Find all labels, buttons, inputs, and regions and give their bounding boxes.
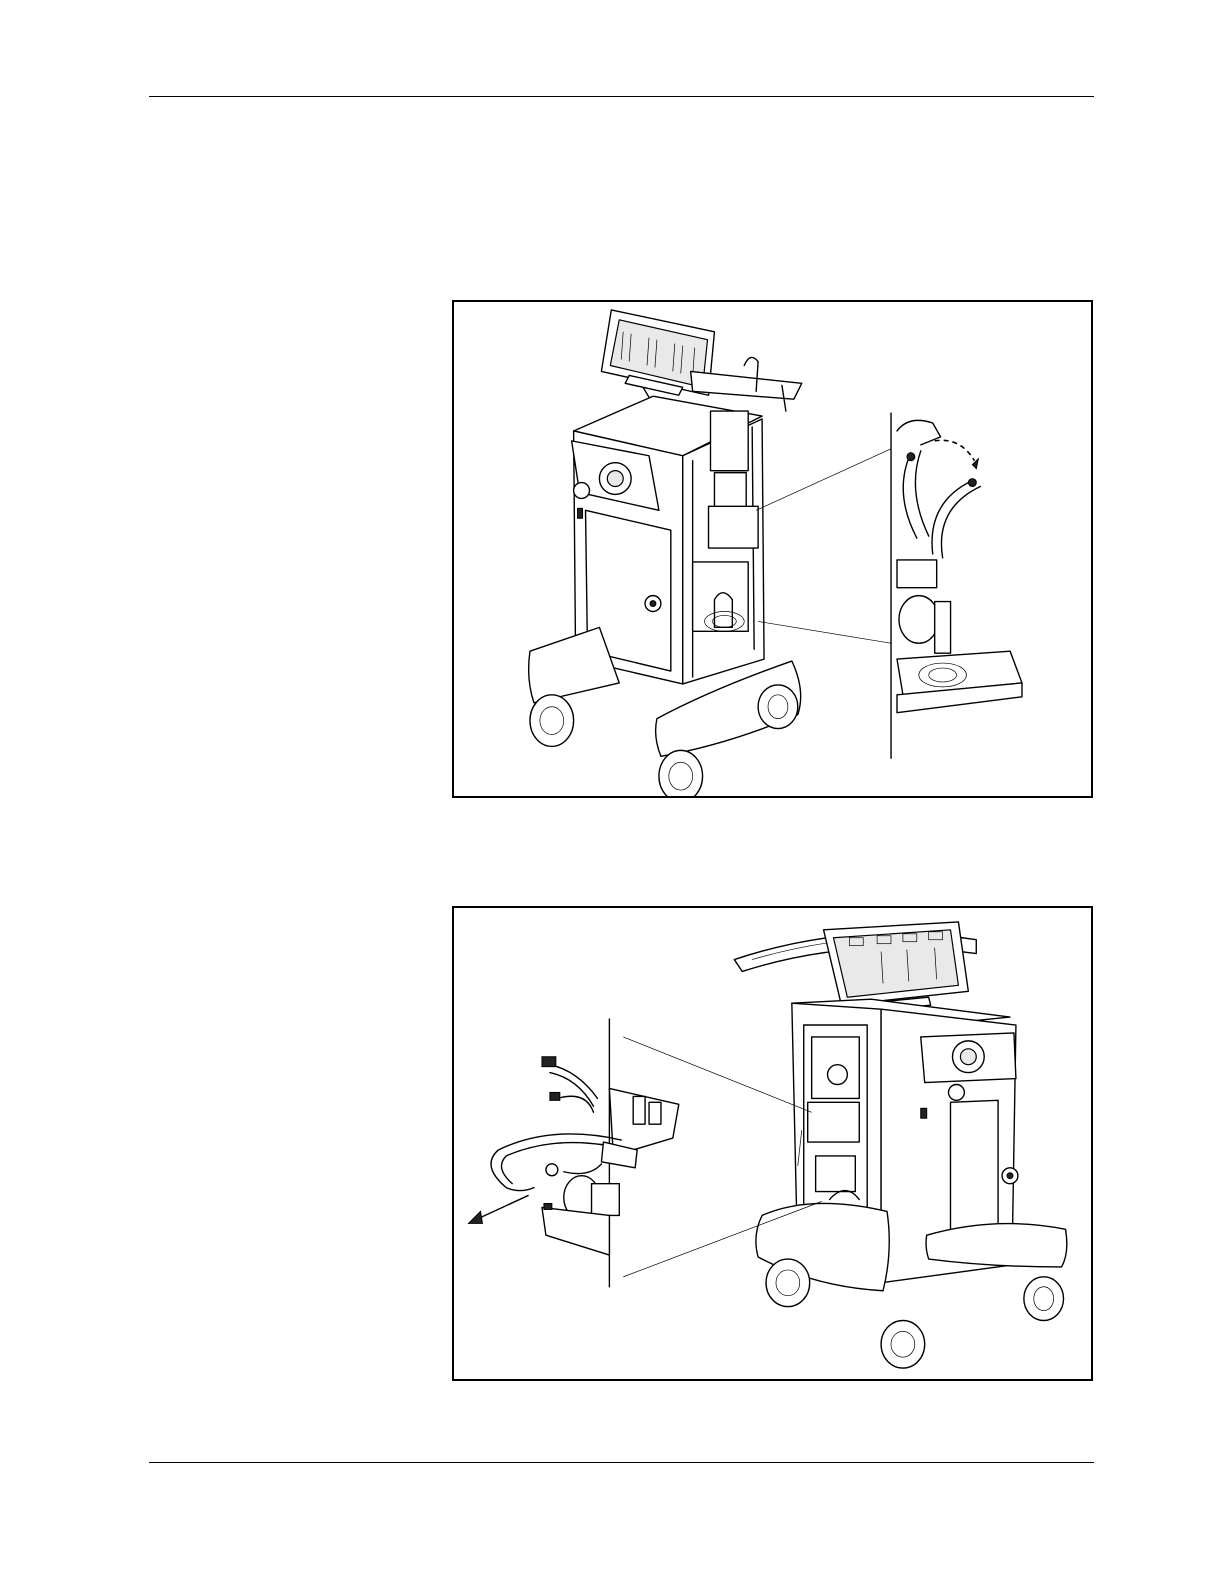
figure-1: [452, 300, 1093, 798]
caster-icon: [530, 695, 574, 747]
detail-inset: [891, 413, 1022, 758]
leader-line: [756, 449, 891, 511]
removal-arrow: [477, 1196, 529, 1220]
figure-1-illustration: [454, 302, 1091, 796]
removal-arrowhead: [469, 1211, 483, 1223]
header-rule: [149, 96, 1094, 97]
caster-icon: [659, 750, 703, 796]
figure-2-illustration: [454, 908, 1091, 1379]
footer-rule: [149, 1462, 1094, 1463]
figure-2: [452, 906, 1093, 1381]
leader-line: [758, 621, 891, 643]
caster-icon: [1024, 1277, 1064, 1321]
caster-icon: [766, 1259, 810, 1307]
display-panel: [824, 922, 969, 1009]
dashed-arrow: [935, 440, 975, 460]
detail-inset: [469, 1019, 679, 1287]
caster-icon: [758, 685, 798, 729]
caster-icon: [881, 1320, 925, 1368]
